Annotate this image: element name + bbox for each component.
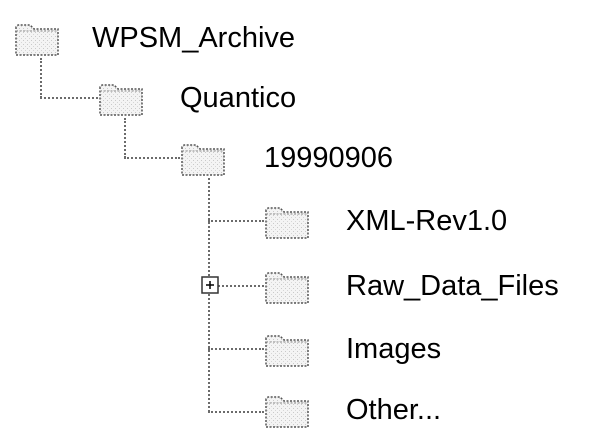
tree-node-label: 19990906 <box>264 142 394 174</box>
tree-node-wpsm-archive[interactable]: WPSM_Archive <box>14 16 295 60</box>
tree-connector <box>208 220 264 222</box>
tree-connector <box>40 58 42 98</box>
tree-node-label: Quantico <box>180 82 297 114</box>
folder-icon <box>264 330 310 368</box>
tree-node-quantico[interactable]: Quantico <box>98 76 296 120</box>
folder-icon <box>264 202 310 240</box>
tree-node-other[interactable]: Other... <box>264 388 441 432</box>
tree-connector <box>208 178 210 412</box>
tree-node-19990906[interactable]: 19990906 <box>180 136 393 180</box>
folder-icon <box>98 79 144 117</box>
folder-icon <box>180 139 226 177</box>
folder-icon <box>264 267 310 305</box>
tree-node-label: Images <box>346 333 442 365</box>
tree-node-raw-data-files[interactable]: Raw_Data_Files <box>264 264 559 308</box>
tree-connector <box>124 118 126 158</box>
tree-node-label: WPSM_Archive <box>92 22 296 54</box>
tree-connector <box>218 285 264 287</box>
tree-node-label: XML-Rev1.0 <box>346 205 508 237</box>
tree-node-images[interactable]: Images <box>264 327 441 371</box>
folder-icon <box>14 19 60 57</box>
tree-node-label: Raw_Data_Files <box>346 270 559 302</box>
tree-node-label: Other... <box>346 394 442 426</box>
tree-connector <box>124 157 180 159</box>
tree-node-xml-rev[interactable]: XML-Rev1.0 <box>264 199 507 243</box>
folder-icon <box>264 391 310 429</box>
tree-connector <box>208 411 264 413</box>
tree-connector <box>208 348 264 350</box>
tree-connector <box>40 97 98 99</box>
expand-icon[interactable] <box>201 276 219 294</box>
